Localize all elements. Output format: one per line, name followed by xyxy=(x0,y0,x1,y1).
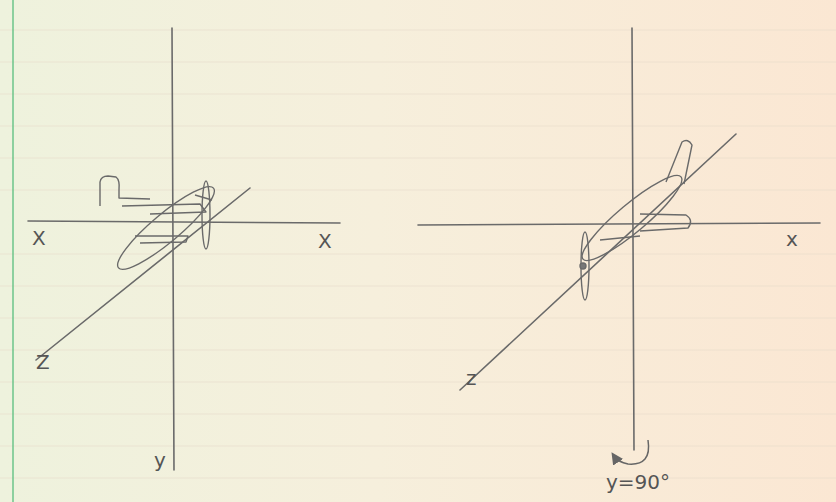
airplane xyxy=(100,176,222,279)
axis-label: z xyxy=(466,368,477,388)
airplane-rotated xyxy=(574,141,692,300)
axis-label: x xyxy=(786,229,798,249)
axis-label: Z xyxy=(36,352,50,372)
ruled-lines xyxy=(0,30,836,478)
rotation-label: y=90° xyxy=(606,472,670,492)
axis-label: y xyxy=(154,450,166,470)
left-axes xyxy=(28,28,340,470)
axis-label: X xyxy=(32,228,46,248)
rotation-arrow xyxy=(614,440,649,464)
right-axes xyxy=(418,28,820,450)
axis-label: X xyxy=(318,231,332,251)
margin-line xyxy=(12,0,14,502)
